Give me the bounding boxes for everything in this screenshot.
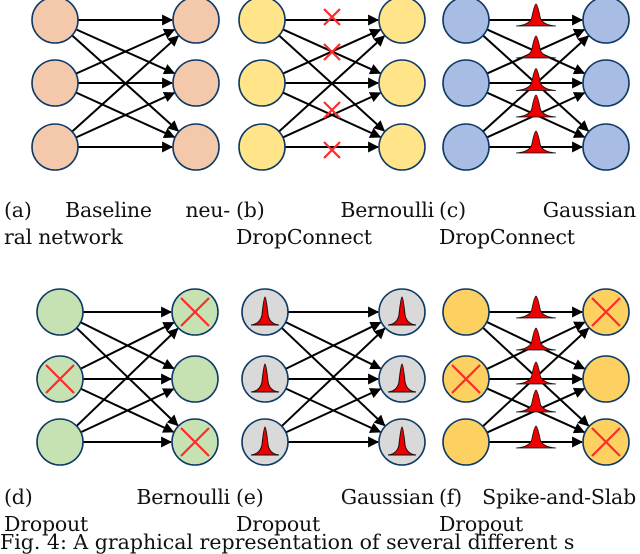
neuron-node <box>582 0 630 44</box>
caption-c-token: (c) <box>439 198 466 222</box>
caption-f: (f) Spike-and-Slab Dropout <box>439 484 636 538</box>
connection-arrow <box>75 92 176 139</box>
figure-caption-footer: Fig. 4: A graphical representation of se… <box>0 530 575 554</box>
connection-arrow <box>80 388 175 434</box>
neuron-node <box>31 123 79 171</box>
dropout-cross-icon <box>180 427 210 457</box>
connection-arrow <box>285 388 382 434</box>
neuron-node <box>378 0 426 44</box>
dropconnect-cross-icon <box>323 43 341 61</box>
panel-b <box>238 0 426 171</box>
caption-a-token: (a) <box>4 198 32 222</box>
panel-d <box>36 288 219 466</box>
dropconnect-cross-icon <box>323 101 341 119</box>
neuron-node <box>582 123 630 171</box>
dropout-cross-icon <box>591 297 621 327</box>
caption-f-token: Dropout <box>439 512 524 536</box>
dropout-cross-icon <box>591 427 621 457</box>
dropout-cross-icon <box>180 297 210 327</box>
connection-arrow <box>75 28 176 75</box>
caption-f-token: Spike-and-Slab <box>482 485 636 509</box>
caption-e-token: Gaussian <box>340 485 434 509</box>
neuron-node <box>442 288 490 336</box>
gaussian-weight-icon <box>515 3 557 27</box>
gaussian-weight-icon <box>515 94 557 118</box>
caption-a-token: Baseline <box>65 198 152 222</box>
caption-b-token: Bernoulli <box>340 198 434 222</box>
neuron-node <box>442 123 490 171</box>
connection-arrow <box>282 92 382 139</box>
connection-arrow <box>280 327 386 427</box>
gaussian-noise-icon <box>387 363 417 393</box>
caption-b-token: DropConnect <box>236 225 372 249</box>
neuron-node <box>238 0 286 44</box>
caption-d-token: Bernoulli <box>136 485 230 509</box>
gaussian-weight-icon <box>515 68 557 91</box>
connection-arrow <box>75 327 179 427</box>
neuron-node <box>172 123 220 171</box>
caption-f-token: (f) <box>439 485 462 509</box>
caption-b: (b) Bernoulli DropConnect <box>236 197 434 251</box>
neuron-node <box>582 59 630 107</box>
dropconnect-cross-icon <box>323 141 341 159</box>
connection-arrow <box>71 35 179 133</box>
caption-d-token: Dropout <box>4 512 89 536</box>
panel-c <box>442 0 630 171</box>
panel-a <box>31 0 220 171</box>
gaussian-noise-icon <box>250 426 280 456</box>
gaussian-weight-icon <box>515 327 557 351</box>
neuron-node <box>442 0 490 44</box>
neuron-node <box>378 123 426 171</box>
caption-d-token: (d) <box>4 485 33 509</box>
caption-c-token: Gaussian <box>542 198 636 222</box>
gaussian-weight-icon <box>515 361 557 385</box>
neuron-node <box>171 355 219 403</box>
gaussian-weight-icon <box>515 425 557 449</box>
neuron-node <box>172 59 220 107</box>
neuron-node <box>238 59 286 107</box>
neuron-node <box>172 0 220 44</box>
caption-c-token: DropConnect <box>439 225 575 249</box>
gaussian-noise-icon <box>250 296 280 326</box>
neuron-node <box>582 355 630 403</box>
caption-e: (e) Gaussian Dropout <box>236 484 434 538</box>
connection-arrow <box>285 321 382 370</box>
dropout-cross-icon <box>451 364 481 394</box>
caption-e-token: Dropout <box>236 512 321 536</box>
panel-f <box>442 288 630 466</box>
gaussian-weight-icon <box>515 35 557 59</box>
caption-a-token: ral network <box>4 225 123 249</box>
neuron-node <box>36 418 84 466</box>
caption-d: (d) Bernoulli Dropout <box>4 484 230 538</box>
caption-e-token: (e) <box>236 485 264 509</box>
neuron-node <box>378 59 426 107</box>
caption-c: (c) Gaussian DropConnect <box>439 197 636 251</box>
caption-a-token: neu- <box>185 198 230 222</box>
gaussian-weight-icon <box>515 130 557 154</box>
panel-e <box>241 288 426 466</box>
connection-arrow <box>80 321 175 370</box>
dropconnect-cross-icon <box>323 8 341 26</box>
neuron-node <box>36 288 84 336</box>
neuron-node <box>31 59 79 107</box>
caption-b-token: (b) <box>236 198 265 222</box>
neuron-node <box>442 418 490 466</box>
neuron-node <box>442 59 490 107</box>
gaussian-weight-icon <box>515 389 557 413</box>
neuron-node <box>31 0 79 44</box>
gaussian-noise-icon <box>387 426 417 456</box>
gaussian-weight-icon <box>515 295 557 319</box>
caption-a: (a) Baseline neu- ral network <box>4 197 230 251</box>
connection-arrow <box>278 35 386 133</box>
dropout-cross-icon <box>45 364 75 394</box>
gaussian-noise-icon <box>250 363 280 393</box>
gaussian-noise-icon <box>387 296 417 326</box>
neuron-node <box>238 123 286 171</box>
